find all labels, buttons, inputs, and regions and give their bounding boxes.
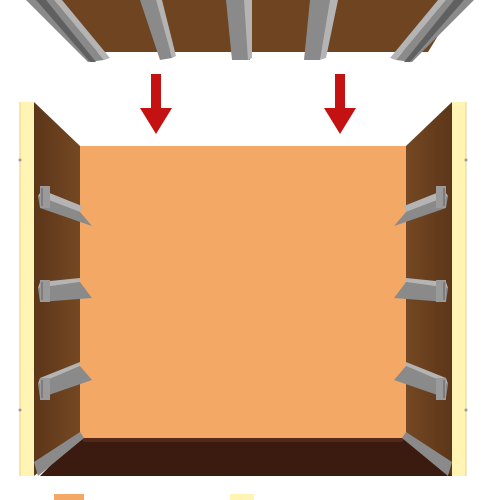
down-arrow-icon	[140, 74, 172, 134]
shelf-bracket-icon	[394, 186, 448, 226]
ceiling-joist	[226, 0, 250, 60]
ceiling-joist	[304, 0, 334, 60]
screw-icon	[464, 158, 468, 162]
shelf-bracket-icon	[394, 362, 448, 400]
storage-room-illustration	[19, 102, 467, 476]
swatch-wall-edge	[230, 494, 254, 500]
shelf-bracket-icon	[38, 278, 92, 302]
shelf-bracket-icon	[38, 362, 92, 400]
screw-icon	[464, 408, 468, 412]
rear-wall	[80, 146, 406, 438]
ceiling-panel	[26, 0, 474, 62]
ceiling-joist	[140, 0, 172, 60]
screw-icon	[18, 408, 22, 412]
down-arrow-icon	[324, 74, 356, 134]
swatch-rear-wall	[54, 494, 84, 500]
shelf-bracket-icon	[394, 278, 448, 302]
screw-icon	[18, 158, 22, 162]
right-wall-edge	[452, 102, 466, 476]
shelf-bracket-icon	[38, 186, 92, 226]
room-floor	[40, 436, 460, 476]
left-wall-edge	[20, 102, 34, 476]
